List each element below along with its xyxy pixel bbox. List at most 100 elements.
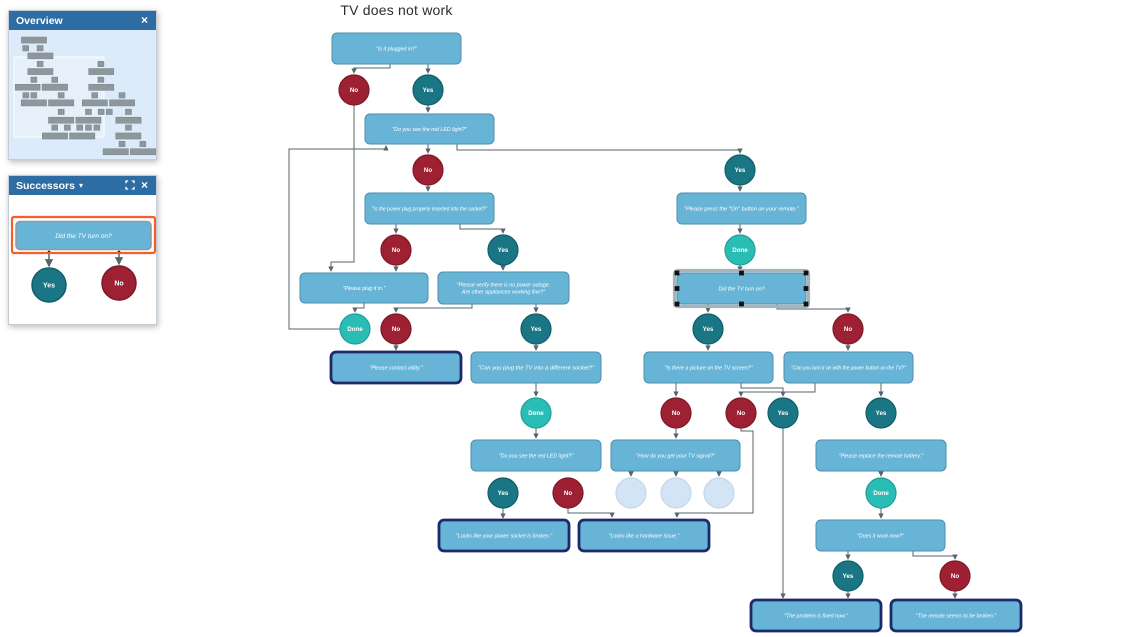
diagram-node-choice-no-powerbtn[interactable]: No xyxy=(725,397,757,429)
diagram-node-choice-no-outage[interactable]: No xyxy=(380,313,412,345)
diagram-node-q-power-outage[interactable]: "Please verify there is no power outage.… xyxy=(437,271,570,305)
diagram-node-choice-no-socket[interactable]: No xyxy=(380,234,412,266)
svg-text:No: No xyxy=(114,281,123,288)
successors-title: Successors xyxy=(16,179,75,192)
minimap-node xyxy=(30,92,38,99)
svg-text:"How do you get your TV signal: "How do you get your TV signal?" xyxy=(636,454,716,460)
svg-text:"Is there a picture on the TV: "Is there a picture on the TV screen?" xyxy=(665,366,754,372)
minimap-node xyxy=(91,92,98,99)
minimap-node xyxy=(97,61,105,67)
minimap-node xyxy=(93,124,101,131)
overview-minimap[interactable] xyxy=(9,30,156,159)
svg-text:Did the TV turn on?: Did the TV turn on? xyxy=(719,287,765,293)
minimap-node xyxy=(118,141,126,147)
diagram-node-t-problem-fixed[interactable]: "The problem is fixed now." xyxy=(749,598,883,633)
minimap-node xyxy=(85,108,92,115)
diagram-node-choice-yes-worknow[interactable]: Yes xyxy=(832,560,864,592)
successors-panel: Successors ▾ × Did the TV turn on? Yes No xyxy=(8,175,157,325)
overview-panel-header[interactable]: Overview × xyxy=(9,11,156,30)
diagram-node-choice-no-worknow[interactable]: No xyxy=(939,560,971,592)
successors-view[interactable]: Did the TV turn on? Yes No xyxy=(9,195,156,324)
diagram-node-q-picture-screen[interactable]: "Is there a picture on the TV screen?" xyxy=(643,351,774,384)
diagram-node-q-power-button[interactable]: "Can you turn it on with the power butto… xyxy=(783,351,914,384)
diagram-node-q-tv-signal[interactable]: "How do you get your TV signal?" xyxy=(610,439,741,472)
diagram-node-a-plug-it-in[interactable]: "Please plug it in." xyxy=(299,272,429,304)
diagram-node-q-plugged-in[interactable]: "Is it plugged in?" xyxy=(331,32,462,65)
svg-text:"Do you see the red LED light?: "Do you see the red LED light?" xyxy=(392,127,468,133)
successors-panel-header[interactable]: Successors ▾ × xyxy=(9,176,156,195)
diagram-node-t-remote-broken[interactable]: "The remote seems to be broken." xyxy=(889,598,1023,633)
diagram-node-a-replace-battery[interactable]: "Please replace the remote battery." xyxy=(815,439,947,472)
minimap-node xyxy=(22,45,29,52)
diagram-node-choice-no-led1[interactable]: No xyxy=(412,154,444,186)
diagram-node-choice-done-plug[interactable]: Done xyxy=(339,313,371,345)
diagram-node-choice-yes-powerbtn[interactable]: Yes xyxy=(865,397,897,429)
diagram-node-q-plug-socket[interactable]: "Is the power plug properly inserted int… xyxy=(364,192,495,225)
minimap-node xyxy=(81,99,108,107)
diagram-node-choice-done-remote[interactable]: Done xyxy=(724,234,756,266)
minimap-node xyxy=(69,132,96,140)
minimap-node xyxy=(88,68,115,75)
diagram-node-choice-signal-1[interactable] xyxy=(615,477,647,509)
svg-text:"Please contact utility.": "Please contact utility." xyxy=(369,366,423,372)
minimap-node xyxy=(75,116,102,124)
close-icon[interactable]: × xyxy=(140,13,148,27)
svg-text:"Looks like a hardware issue.": "Looks like a hardware issue." xyxy=(609,534,681,540)
diagram-node-q-work-now[interactable]: "Does it work now?" xyxy=(815,519,946,552)
diagram-node-choice-yes-led2[interactable]: Yes xyxy=(487,477,519,509)
minimap-node xyxy=(22,92,30,99)
diagram-node-q-tv-turn-on[interactable]: Did the TV turn on? xyxy=(672,268,811,309)
diagram-node-a-press-on-remote[interactable]: "Please press the "On" button on your re… xyxy=(676,192,807,225)
edge xyxy=(352,303,365,313)
close-icon[interactable]: × xyxy=(140,178,148,192)
diagram-node-choice-yes-outage[interactable]: Yes xyxy=(520,313,552,345)
selection-handle xyxy=(803,301,809,307)
minimap-node xyxy=(48,116,75,124)
svg-text:Yes: Yes xyxy=(876,410,887,417)
diagram-node-choice-signal-3[interactable] xyxy=(703,477,735,509)
diagram-node-choice-yes-socket[interactable]: Yes xyxy=(487,234,519,266)
diagram-node-t-contact-utility[interactable]: "Please contact utility." xyxy=(329,350,463,385)
diagram-node-choice-yes-picture[interactable]: Yes xyxy=(767,397,799,429)
minimap-node xyxy=(51,124,58,131)
svg-text:Yes: Yes xyxy=(778,410,789,417)
diagram-node-choice-yes-plugged[interactable]: Yes xyxy=(412,74,444,106)
svg-text:"Is the power plug properly in: "Is the power plug properly inserted int… xyxy=(372,207,488,213)
edge xyxy=(567,508,615,518)
svg-text:"Looks like your power socket: "Looks like your power socket is broken.… xyxy=(456,534,553,540)
diagram-node-choice-yes-led1[interactable]: Yes xyxy=(724,154,756,186)
diagram-node-choice-signal-2[interactable] xyxy=(660,477,692,509)
diagram-node-choice-no-led2[interactable]: No xyxy=(552,477,584,509)
diagram-node-choice-no-plugged[interactable]: No xyxy=(338,74,370,106)
selection-handle xyxy=(803,286,809,291)
chevron-down-icon[interactable]: ▾ xyxy=(78,181,83,190)
diagram-node-q-red-led-2[interactable]: "Do you see the red LED light?" xyxy=(470,439,602,472)
diagram-node-q-red-led-1[interactable]: "Do you see the red LED light?" xyxy=(364,113,495,145)
minimap-node xyxy=(88,84,115,91)
svg-text:"Does it work now?": "Does it work now?" xyxy=(857,534,905,540)
edge xyxy=(738,383,816,397)
diagram-node-choice-done-socket[interactable]: Done xyxy=(520,397,552,429)
successor-choice-yes[interactable]: Yes xyxy=(31,267,67,303)
svg-text:"Please verify there is no pow: "Please verify there is no power outage. xyxy=(457,282,550,288)
minimap-node xyxy=(118,92,126,99)
diagram-node-q-different-socket[interactable]: "Can you plug the TV into a different so… xyxy=(470,351,602,384)
diagram-node-choice-yes-turnon[interactable]: Yes xyxy=(692,313,724,345)
svg-text:No: No xyxy=(392,326,400,333)
svg-text:Done: Done xyxy=(732,247,748,254)
successors-current-node[interactable]: Did the TV turn on? xyxy=(15,220,152,251)
svg-text:No: No xyxy=(424,167,432,174)
diagram-node-t-hardware-issue[interactable]: "Looks like a hardware issue." xyxy=(577,518,711,553)
diagram-node-choice-no-turnon[interactable]: No xyxy=(832,313,864,345)
maximize-icon[interactable] xyxy=(122,176,138,195)
diagram-node-t-socket-broken[interactable]: "Looks like your power socket is broken.… xyxy=(437,518,571,553)
selection-handle xyxy=(674,301,680,307)
minimap-node xyxy=(57,108,65,115)
successor-choice-no[interactable]: No xyxy=(101,265,137,301)
diagram-node-choice-done-battery[interactable]: Done xyxy=(865,477,897,509)
minimap-node xyxy=(42,132,68,140)
diagram-node-choice-no-picture[interactable]: No xyxy=(660,397,692,429)
minimap-node xyxy=(20,99,47,107)
